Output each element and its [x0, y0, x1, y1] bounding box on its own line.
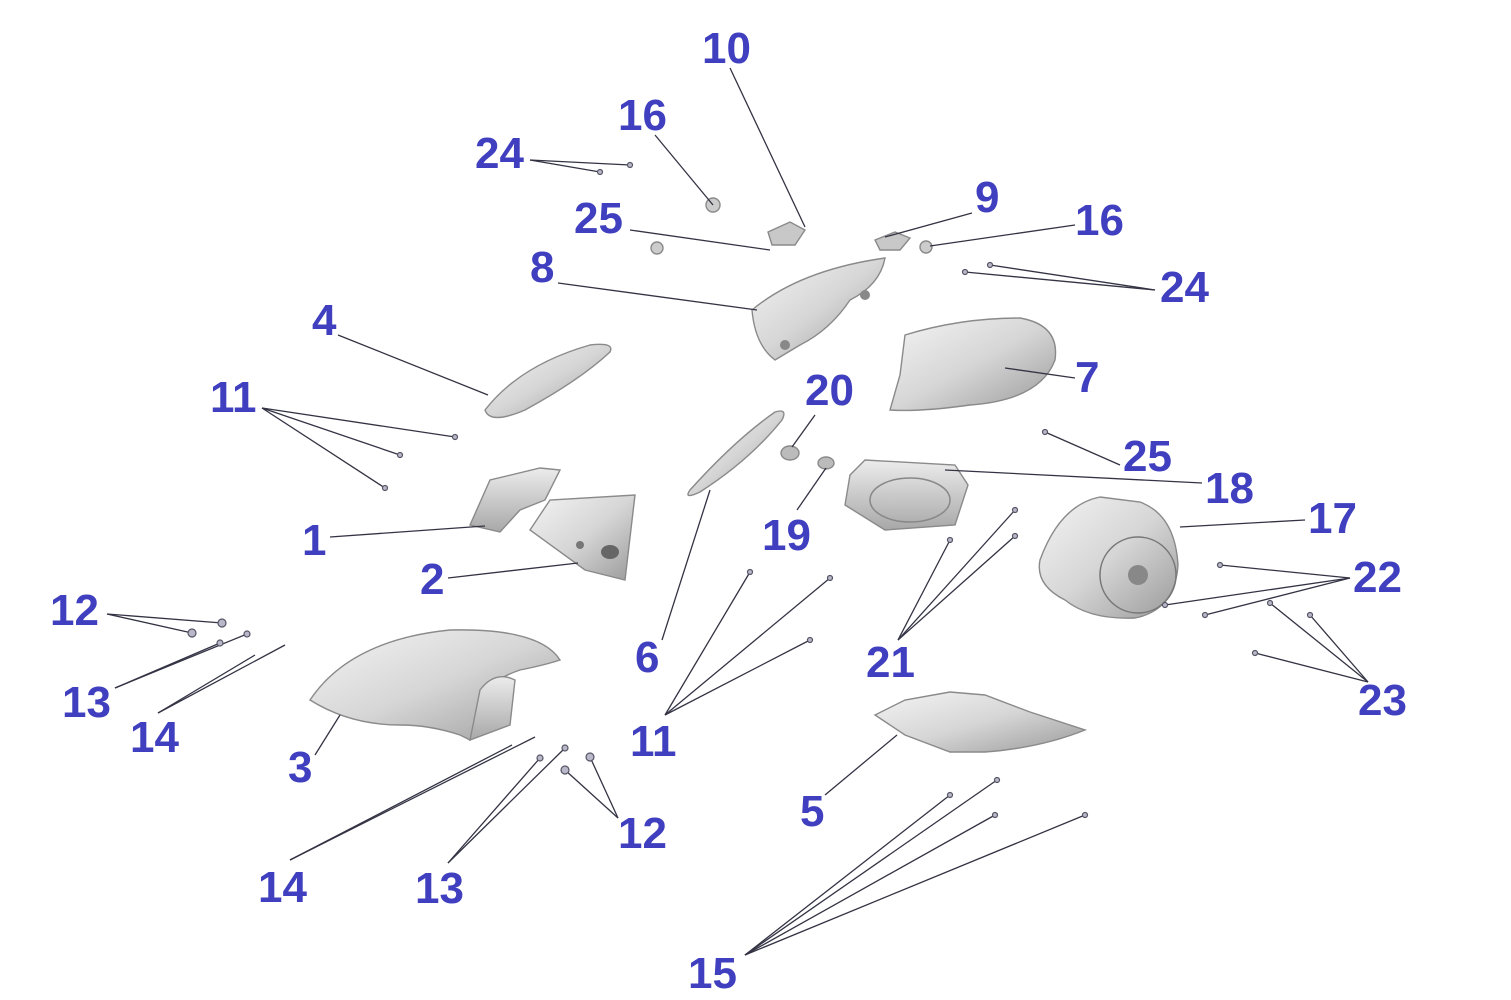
callout-18: 18 — [1205, 464, 1254, 513]
callout-25-right: 25 — [1123, 432, 1172, 481]
part-grommet-20 — [780, 445, 800, 461]
callout-21: 21 — [866, 638, 915, 687]
callout-15: 15 — [688, 949, 737, 998]
part-front-fender — [309, 629, 562, 742]
callout-2: 2 — [420, 555, 444, 604]
callout-4: 4 — [312, 296, 337, 345]
callout-23: 23 — [1358, 676, 1407, 725]
callout-13-bottom: 13 — [415, 864, 464, 913]
part-mount-9 — [874, 231, 912, 251]
callout-19: 19 — [762, 511, 811, 560]
callout-11-bottom: 11 — [630, 717, 677, 766]
leader-lines — [106, 67, 1369, 956]
part-mount-10 — [767, 221, 807, 246]
callout-24-right: 24 — [1160, 263, 1209, 312]
callout-20: 20 — [805, 366, 854, 415]
callout-14-left: 14 — [130, 713, 179, 762]
callout-22: 22 — [1353, 553, 1402, 602]
callout-9: 9 — [975, 173, 999, 222]
part-headlight-cowl — [751, 257, 886, 361]
callout-12-bottom: 12 — [618, 809, 667, 858]
callout-16-left: 16 — [618, 91, 667, 140]
part-housing-18 — [844, 459, 969, 531]
part-round-cover-17 — [1038, 496, 1179, 619]
callout-3: 3 — [288, 743, 312, 792]
callout-5: 5 — [800, 787, 824, 836]
callout-6: 6 — [635, 633, 659, 682]
part-skid-plate — [873, 691, 1088, 753]
part-bracket-1 — [469, 467, 562, 533]
callout-labels: 1 2 3 4 5 6 7 8 9 10 11 11 12 12 13 13 1… — [50, 24, 1407, 998]
part-tube — [687, 410, 785, 497]
part-nut-25 — [650, 241, 664, 255]
part-side-cover — [889, 317, 1057, 412]
callout-7: 7 — [1075, 353, 1099, 402]
hardware-markers — [187, 161, 1314, 819]
callout-12-left: 12 — [50, 586, 99, 635]
callout-11-left: 11 — [210, 373, 257, 422]
callout-14-bottom: 14 — [258, 863, 307, 912]
parts-layer — [309, 197, 1179, 753]
callout-8: 8 — [530, 243, 554, 292]
callout-13-left: 13 — [62, 678, 111, 727]
callout-17: 17 — [1308, 494, 1357, 543]
callout-24-left: 24 — [475, 129, 524, 178]
part-bracket-2 — [529, 494, 636, 581]
callout-1: 1 — [302, 516, 326, 565]
callout-10: 10 — [702, 24, 751, 73]
part-nut-16b — [919, 240, 933, 254]
callout-16-right: 16 — [1075, 196, 1124, 245]
callout-25-left: 25 — [574, 194, 623, 243]
part-grommet-19 — [817, 456, 835, 470]
part-side-trim — [484, 343, 612, 419]
